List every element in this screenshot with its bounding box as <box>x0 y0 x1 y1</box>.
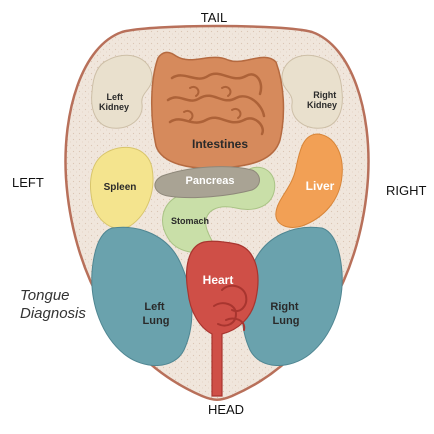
right-kidney-shape <box>281 54 343 129</box>
heart-shape <box>185 240 259 397</box>
left-lung-label-line2: Lung <box>143 315 170 327</box>
caption-line2: Diagnosis <box>20 305 86 322</box>
left-lung-label-line1: Left <box>144 301 165 313</box>
left-lung-shape <box>91 226 193 367</box>
direction-right-label: RIGHT <box>386 183 427 198</box>
pancreas-label: Pancreas <box>186 175 235 187</box>
right-lung-label-line1: Right <box>270 301 298 313</box>
right-kidney-label: Right Kidney <box>307 90 339 110</box>
right-lung-label: Right Lung <box>270 301 301 327</box>
left-kidney-label-line2: Kidney <box>99 102 129 112</box>
direction-bottom-label: HEAD <box>208 402 244 417</box>
direction-left-label: LEFT <box>12 175 44 190</box>
liver-label: Liver <box>306 179 335 193</box>
left-kidney-label-line1: Left <box>106 92 123 102</box>
spleen-label: Spleen <box>104 182 137 193</box>
heart-label: Heart <box>203 273 234 287</box>
left-kidney-shape <box>91 54 153 129</box>
right-lung-label-line2: Lung <box>273 315 300 327</box>
right-kidney-label-line2: Kidney <box>307 100 337 110</box>
intestines-shape <box>151 51 285 170</box>
right-kidney-label-line1: Right <box>313 90 336 100</box>
right-lung-shape <box>241 226 343 367</box>
caption-line1: Tongue <box>20 287 70 304</box>
liver-shape <box>275 133 343 228</box>
left-lung-label: Left Lung <box>143 301 170 327</box>
intestines-label: Intestines <box>192 137 248 151</box>
pancreas-shape <box>154 166 260 199</box>
left-kidney-label: Left Kidney <box>99 92 129 112</box>
direction-top-label: TAIL <box>201 10 228 25</box>
spleen-shape <box>90 146 154 229</box>
caption: Tongue Diagnosis <box>20 287 86 322</box>
stomach-label: Stomach <box>171 216 209 226</box>
